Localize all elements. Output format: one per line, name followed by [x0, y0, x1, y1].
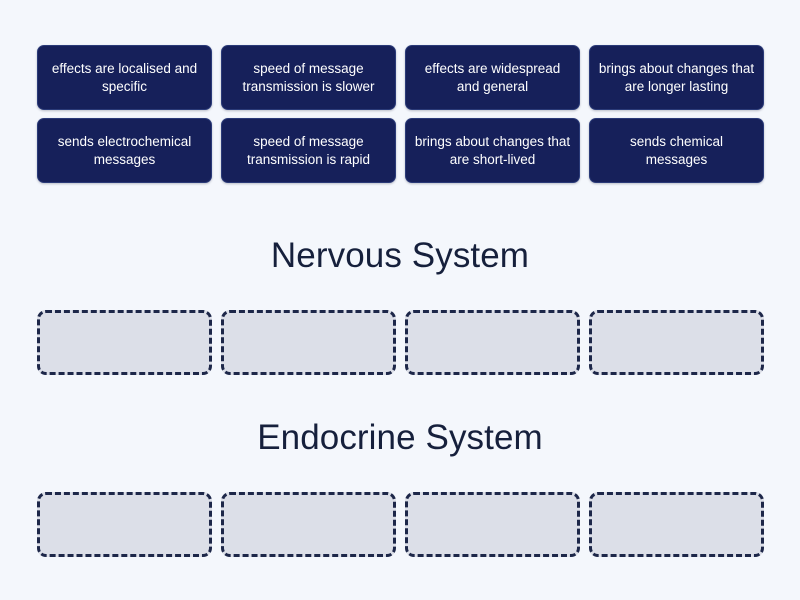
tile-label: sends chemical messages — [629, 134, 724, 167]
group-title: Endocrine System — [257, 418, 543, 457]
tile-label: brings about changes that are longer las… — [598, 61, 755, 94]
category-group-nervous-system: Nervous System — [0, 236, 800, 375]
group-title: Nervous System — [270, 236, 530, 275]
draggable-tile[interactable]: effects are localised and specific — [37, 45, 212, 110]
tile-tray: effects are localised and specific speed… — [37, 45, 768, 183]
drop-zone[interactable] — [221, 310, 396, 375]
drop-zone[interactable] — [37, 310, 212, 375]
tile-label: speed of message transmission is slower — [242, 61, 375, 94]
tile-label: brings about changes that are short-live… — [414, 134, 571, 167]
drop-zone-row — [37, 492, 768, 557]
draggable-tile[interactable]: brings about changes that are longer las… — [589, 45, 764, 110]
draggable-tile[interactable]: brings about changes that are short-live… — [405, 118, 580, 183]
drop-zone[interactable] — [405, 310, 580, 375]
drop-zone[interactable] — [37, 492, 212, 557]
drop-zone[interactable] — [589, 310, 764, 375]
draggable-tile[interactable]: sends chemical messages — [589, 118, 764, 183]
draggable-tile[interactable]: speed of message transmission is slower — [221, 45, 396, 110]
drop-zone[interactable] — [405, 492, 580, 557]
tile-label: speed of message transmission is rapid — [246, 134, 371, 167]
drop-zone-row — [37, 310, 768, 375]
category-group-endocrine-system: Endocrine System — [0, 418, 800, 557]
tile-label: effects are widespread and general — [424, 61, 561, 94]
tile-label: sends electrochemical messages — [57, 134, 192, 167]
drop-zone[interactable] — [221, 492, 396, 557]
draggable-tile[interactable]: speed of message transmission is rapid — [221, 118, 396, 183]
draggable-tile[interactable]: effects are widespread and general — [405, 45, 580, 110]
draggable-tile[interactable]: sends electrochemical messages — [37, 118, 212, 183]
drop-zone[interactable] — [589, 492, 764, 557]
tile-label: effects are localised and specific — [51, 61, 198, 94]
